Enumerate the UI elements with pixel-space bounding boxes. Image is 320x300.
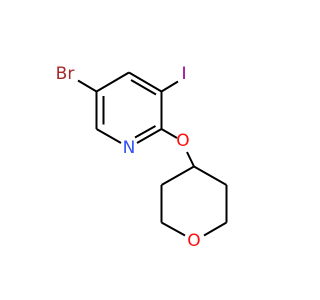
bond-n-c6 xyxy=(96,128,122,144)
bond-c2-o xyxy=(160,128,178,139)
bond-c3-i xyxy=(160,80,179,93)
structure-canvas: Br I N O O xyxy=(55,64,228,251)
bond-thp-c4-c3 xyxy=(193,165,227,186)
iodine-atom-label: I xyxy=(181,64,186,84)
bond-thp-c5-c4 xyxy=(161,165,195,186)
nitrogen-atom-label: N xyxy=(123,138,136,158)
bond-c2-n-outer xyxy=(136,128,162,144)
molecule-drawing: Br I N O O xyxy=(56,64,228,251)
bond-c5-br xyxy=(77,79,98,93)
ether-oxygen-atom-label: O xyxy=(176,131,189,151)
bromine-atom-label: Br xyxy=(56,64,75,84)
bond-o-c4prime xyxy=(186,151,195,167)
bond-c4-c3-inner xyxy=(130,79,157,96)
bond-c4-c3-outer xyxy=(128,71,163,93)
bond-c5-c4 xyxy=(95,71,130,93)
bond-thp-o-c6 xyxy=(161,221,186,237)
bond-thp-c2-o xyxy=(203,221,228,237)
ring-oxygen-atom-label: O xyxy=(187,231,200,251)
bond-c2-n-inner xyxy=(134,125,156,139)
